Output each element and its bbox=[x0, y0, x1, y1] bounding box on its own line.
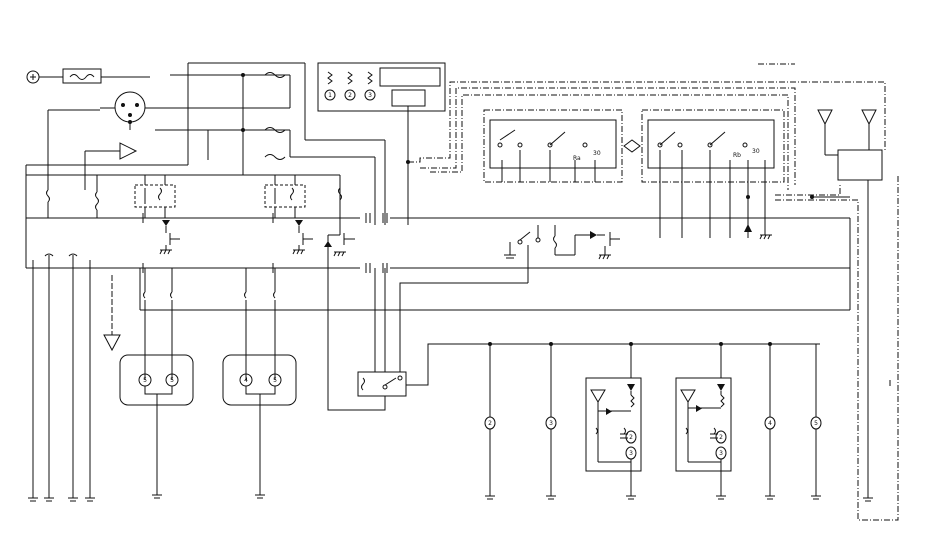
connector-ticks bbox=[142, 213, 388, 273]
switch-panel-a: Ra 30 bbox=[483, 109, 623, 183]
tuner-module bbox=[837, 149, 883, 181]
ground-icon bbox=[598, 254, 611, 260]
lamp-icon: 1 bbox=[324, 71, 336, 101]
coil-left-2 bbox=[95, 191, 99, 211]
pin-label: 2 bbox=[488, 420, 492, 427]
ground-icon bbox=[152, 494, 265, 499]
pin-label: 1 bbox=[328, 92, 332, 99]
fuse-link-3 bbox=[264, 154, 286, 160]
pin-label: 2 bbox=[629, 434, 633, 441]
fuse-link-1 bbox=[264, 72, 286, 78]
transistor-4 bbox=[604, 232, 620, 255]
pin-label: 2 bbox=[348, 92, 352, 99]
pin-label: 5 bbox=[814, 420, 818, 427]
fuse-link-2 bbox=[264, 127, 286, 133]
diode-icon bbox=[590, 231, 597, 239]
relay-icon bbox=[264, 184, 306, 208]
transistor-2 bbox=[302, 233, 313, 245]
pin-label: 4 bbox=[244, 377, 248, 384]
pin-label: 3 bbox=[629, 450, 633, 457]
speaker-housing-right: 4 5 bbox=[222, 354, 297, 495]
bottom-terminal-1: 2 bbox=[484, 342, 496, 500]
relay-code: Ra bbox=[573, 155, 581, 162]
output-arrow-icon bbox=[103, 334, 121, 352]
left-ground-lines bbox=[32, 253, 91, 498]
antenna-icon bbox=[817, 109, 838, 156]
relay-code: Rb bbox=[733, 152, 741, 159]
pin-label: 5 bbox=[273, 377, 277, 384]
diode-icon bbox=[162, 220, 170, 226]
switch-pair-left bbox=[143, 268, 173, 380]
pin-label: 3 bbox=[368, 92, 372, 99]
ground-icon bbox=[333, 251, 346, 257]
pin-label: 5 bbox=[170, 377, 174, 384]
connector-diamond-icon bbox=[623, 139, 641, 153]
bottom-terminal-4: 5 bbox=[810, 344, 822, 500]
lamp-module-a: 2 3 bbox=[585, 342, 642, 500]
relay-icon bbox=[504, 225, 590, 283]
switch-pair-right bbox=[244, 268, 276, 380]
fuse-icon bbox=[62, 68, 102, 84]
pin-label: 3 bbox=[549, 420, 553, 427]
relay-icon bbox=[134, 184, 176, 208]
lamp-module-b: 2 3 bbox=[675, 342, 732, 500]
amplifier-icon bbox=[119, 142, 138, 160]
switch-code: 30 bbox=[593, 150, 601, 157]
bottom-terminal-3: 4 bbox=[764, 342, 776, 500]
antenna-icon bbox=[861, 109, 877, 150]
pin-label: 5 bbox=[143, 377, 147, 384]
relay-icon bbox=[357, 371, 407, 397]
battery-icon bbox=[26, 70, 40, 84]
ground-icon bbox=[759, 234, 772, 240]
coil-left-1 bbox=[46, 189, 50, 203]
diode-icon bbox=[627, 384, 635, 391]
transistor-3 bbox=[343, 233, 355, 245]
shielded-harness bbox=[408, 63, 899, 521]
switch-panel-b: Rb 30 bbox=[641, 109, 785, 238]
diode-icon bbox=[295, 220, 303, 226]
gauge-cluster: 1 2 3 bbox=[317, 62, 446, 112]
ground-icon bbox=[292, 249, 305, 255]
ground-icon bbox=[863, 497, 873, 502]
ignition-switch-icon bbox=[114, 91, 146, 123]
ground-icon bbox=[28, 497, 95, 502]
lamp-icon: 3 bbox=[364, 71, 376, 101]
ground-icon bbox=[159, 249, 172, 255]
diode-icon bbox=[717, 384, 725, 391]
bottom-terminal-2: 3 bbox=[545, 342, 557, 500]
switch-code: 30 bbox=[752, 148, 760, 155]
coil-3 bbox=[338, 187, 342, 201]
antenna-icon bbox=[590, 389, 606, 403]
antenna-icon bbox=[680, 389, 696, 403]
speaker-housing-left: 5 5 bbox=[119, 354, 194, 495]
pin-label: 2 bbox=[719, 434, 723, 441]
transistor-1 bbox=[165, 233, 180, 250]
pin-label: 3 bbox=[719, 450, 723, 457]
diode-icon bbox=[744, 224, 752, 232]
lamp-icon: 2 bbox=[344, 71, 356, 101]
pin-label: 4 bbox=[768, 420, 772, 427]
